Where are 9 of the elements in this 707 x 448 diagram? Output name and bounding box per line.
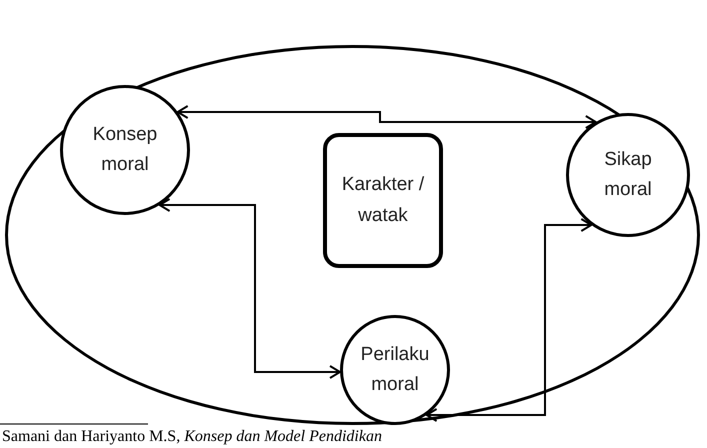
double-arrow — [158, 198, 341, 379]
node-label: Konsep moral — [92, 122, 158, 177]
node-label: Perilaku moral — [360, 342, 430, 397]
node-label: Karakter / watak — [340, 173, 426, 228]
footnote-text: Samani dan Hariyanto M.S, Konsep dan Model Pendidikan — [2, 428, 382, 446]
double-arrow — [176, 105, 597, 129]
node-label: Sikap moral — [603, 148, 653, 202]
concept-box — [323, 133, 443, 268]
double-arrow — [426, 218, 592, 422]
